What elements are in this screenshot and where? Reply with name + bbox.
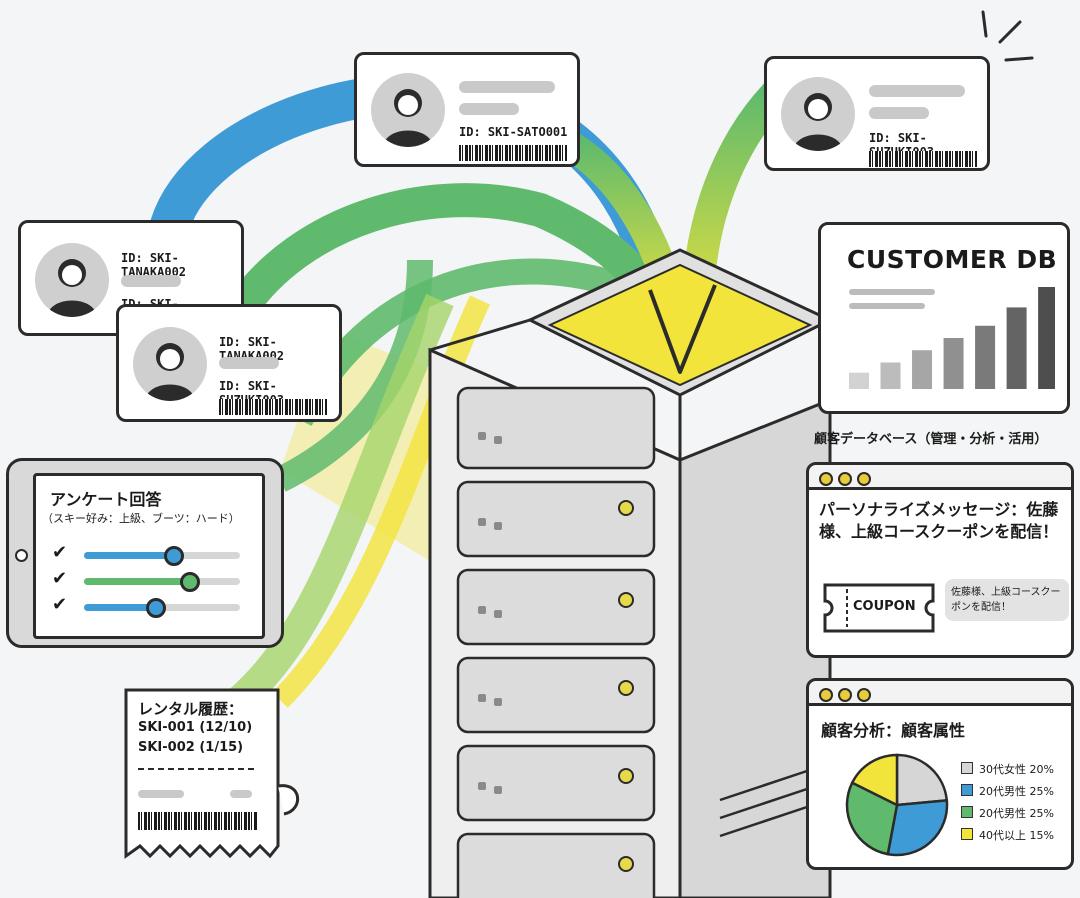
name-placeholder-bar [869, 85, 965, 97]
spark-lines [981, 10, 1034, 62]
receipt-placeholder-bar [138, 790, 184, 798]
window-titlebar [809, 465, 1071, 490]
slider-track [84, 578, 240, 585]
checkmark-icon: ✔ [52, 594, 68, 615]
coupon-label: COUPON [853, 599, 916, 614]
receipt-divider [138, 768, 254, 770]
server-top-yellow [547, 263, 813, 387]
text-placeholder-bar [849, 289, 935, 295]
receipt-placeholder-bar [230, 790, 252, 798]
survey-tablet: アンケート回答 （スキー好み：上級、ブーツ：ハード） ✔ ✔ ✔ [6, 458, 284, 648]
legend-label: 20代男性 25% [979, 785, 1054, 798]
customer-card-tanaka-front: ID: SKI-TANAKA002 ID: SKI-SUZUKI003 [116, 304, 342, 422]
slider-thumb [180, 572, 200, 592]
customer-analysis-window: 顧客分析：顧客属性 30代女性 20% 20代男性 25% 20代男性 25% 40代… [806, 678, 1074, 870]
pie-slice [895, 753, 949, 807]
person-avatar-icon [371, 73, 445, 147]
receipt-title: レンタル履歴： [138, 700, 244, 718]
window-titlebar [809, 681, 1071, 706]
survey-title: アンケート回答 [50, 490, 162, 509]
vent-lines [719, 768, 811, 838]
tablet-home-button [15, 549, 28, 562]
legend-swatch [961, 784, 973, 796]
survey-subtitle: （スキー好み：上級、ブーツ：ハード） [42, 512, 240, 525]
message-title: パーソナライズメッセージ：佐藤様、上級コースクーポンを配信！ [819, 500, 1059, 541]
pie-legend-item: 20代男性 25% [961, 783, 1054, 799]
slider-thumb [146, 598, 166, 618]
db-bar [880, 362, 901, 389]
name-placeholder-bar [121, 275, 181, 287]
person-avatar-icon [133, 327, 207, 401]
slider-track [84, 552, 240, 559]
tablet-screen: アンケート回答 （スキー好み：上級、ブーツ：ハード） ✔ ✔ ✔ [33, 473, 265, 639]
db-bar [943, 338, 964, 389]
down-arrow [648, 284, 717, 374]
name-placeholder-bar [219, 357, 279, 369]
customer-card-sato: ID: SKI-SATO001 [354, 52, 580, 167]
customer-db-caption: 顧客データベース（管理・分析・活用） [814, 432, 1048, 447]
drive-bay-dots [478, 432, 502, 794]
barcode-icon [869, 151, 977, 167]
name-placeholder-bar [869, 107, 929, 119]
status-leds [618, 500, 634, 872]
db-bar [912, 350, 933, 389]
receipt-stream [229, 293, 454, 712]
rental-receipt: レンタル履歴： SKI-001 (12/10) SKI-002 (1/15) [124, 686, 300, 862]
db-bar [1006, 307, 1027, 389]
db-bar [849, 372, 869, 389]
receipt-stream-yellow [272, 295, 490, 708]
pie-slice [850, 753, 899, 808]
pie-legend-item: 40代以上 15% [961, 827, 1054, 843]
legend-swatch [961, 828, 973, 840]
pie-legend-item: 20代男性 25% [961, 805, 1054, 821]
customer-db-panel: CUSTOMER DB [818, 222, 1070, 414]
text-placeholder-bar [849, 303, 925, 309]
legend-label: 30代女性 20% [979, 763, 1054, 776]
customer-id-label: ID: SKI-SATO001 [459, 125, 568, 139]
customer-attribute-pie-chart [845, 753, 949, 857]
legend-label: 20代男性 25% [979, 807, 1054, 820]
legend-swatch [961, 762, 973, 774]
coupon-ticket-icon [823, 583, 935, 633]
receipt-line-2: SKI-002 (1/15) [138, 740, 244, 755]
pie-legend-item: 30代女性 20% [961, 761, 1054, 777]
receipt-line-1: SKI-001 (12/10) [138, 720, 253, 735]
slider-thumb [164, 546, 184, 566]
person-avatar-icon [781, 77, 855, 151]
legend-label: 40代以上 15% [979, 829, 1054, 842]
server-right-face [678, 397, 832, 898]
window-controls-icon [819, 687, 876, 706]
barcode-icon [138, 812, 258, 830]
checkmark-icon: ✔ [52, 568, 68, 589]
db-bar [975, 325, 996, 389]
customer-db-title: CUSTOMER DB [847, 245, 1058, 274]
customer-db-bar-chart [849, 287, 1055, 389]
analysis-title: 顧客分析：顧客属性 [821, 721, 966, 740]
personalized-message-window: パーソナライズメッセージ：佐藤様、上級コースクーポンを配信！ COUPON 佐藤… [806, 462, 1074, 658]
message-bubble: 佐藤様、上級コースクーポンを配信！ [945, 579, 1069, 621]
person-avatar-icon [35, 243, 109, 317]
drive-bays [456, 386, 656, 898]
barcode-icon [459, 145, 567, 161]
legend-swatch [961, 806, 973, 818]
name-placeholder-bar [459, 81, 555, 93]
name-placeholder-bar [459, 103, 519, 115]
survey-stream [274, 259, 433, 492]
barcode-icon [219, 399, 327, 415]
window-controls-icon [819, 471, 876, 490]
customer-card-suzuki: ID: SKI-SUZUKI003 [764, 56, 990, 171]
coupon-ticket: COUPON [823, 583, 935, 633]
pie-legend: 30代女性 20% 20代男性 25% 20代男性 25% 40代以上 15% [961, 761, 1071, 851]
db-bar [1038, 287, 1055, 389]
checkmark-icon: ✔ [52, 542, 68, 563]
pie-slice [845, 781, 899, 856]
pie-slice [886, 799, 949, 857]
